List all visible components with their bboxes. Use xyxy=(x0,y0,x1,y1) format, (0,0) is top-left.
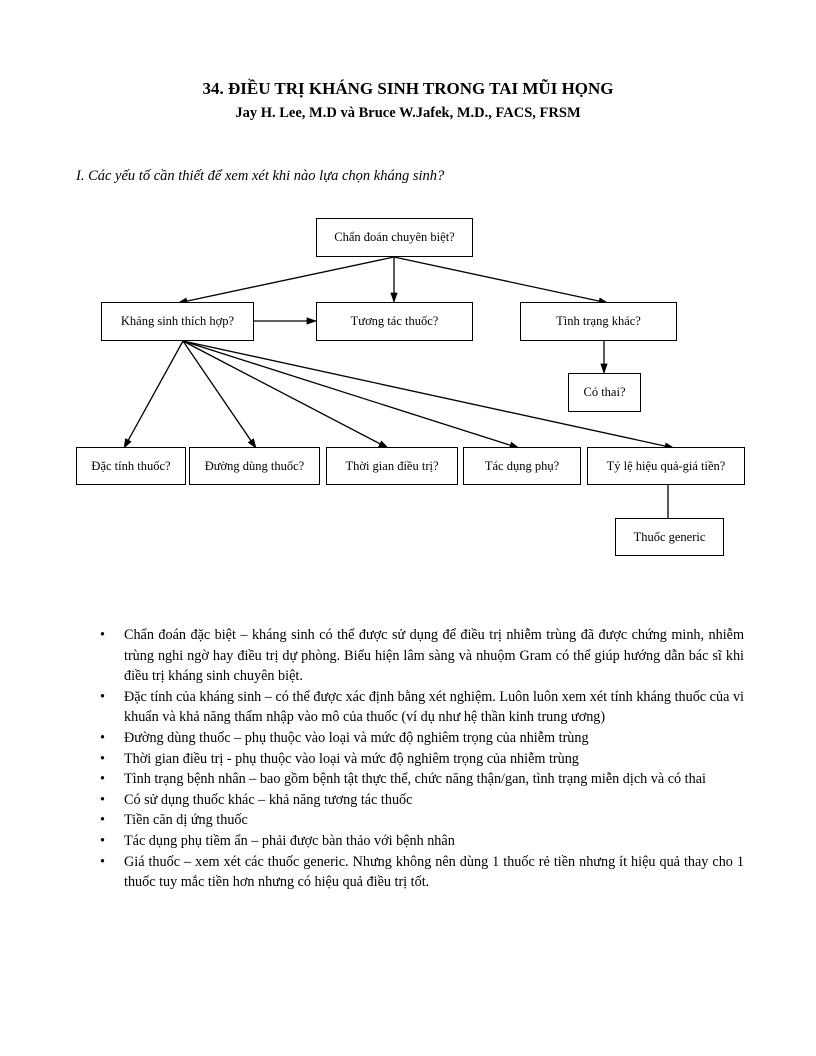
node-other-condition: Tình trạng khác? xyxy=(520,302,677,341)
arrow-root-to-condition xyxy=(393,256,610,305)
arrow-to-route xyxy=(182,340,257,449)
node-root: Chẩn đoán chuyên biệt? xyxy=(316,218,473,257)
page-title: 34. ĐIỀU TRỊ KHÁNG SINH TRONG TAI MŨI HỌ… xyxy=(202,79,614,98)
list-item: •Tình trạng bệnh nhân – bao gồm bệnh tật… xyxy=(100,771,706,788)
arrow-to-properties xyxy=(123,340,184,449)
flowchart-connectors xyxy=(123,256,676,518)
arrow-to-side-effects xyxy=(182,340,520,449)
node-drug-interaction: Tương tác thuốc? xyxy=(316,302,473,341)
authors-line: Jay H. Lee, M.D và Bruce W.Jafek, M.D., … xyxy=(235,105,581,121)
list-item: •Đặc tính của kháng sinh – có thể được x… xyxy=(100,688,744,726)
list-item: •Chẩn đoán đặc biệt – kháng sinh có thể … xyxy=(100,627,744,685)
node-generic: Thuốc generic xyxy=(615,518,724,556)
antibiotic-selection-flowchart: Chẩn đoán chuyên biệt? Kháng sinh thích … xyxy=(76,218,745,556)
arrow-to-cost xyxy=(182,340,676,450)
arrow-to-duration xyxy=(182,340,389,449)
node-route: Đường dùng thuốc? xyxy=(189,447,320,485)
list-item: •Tiền căn dị ứng thuốc xyxy=(100,812,248,829)
list-item: •Có sử dụng thuốc khác – khả năng tương … xyxy=(100,791,413,808)
arrow-root-to-antibiotic xyxy=(176,256,395,305)
list-item: •Tác dụng phụ tiềm ẩn – phải được bàn th… xyxy=(100,832,455,849)
list-item: •Đường dùng thuốc – phụ thuộc vào loại v… xyxy=(100,729,589,746)
node-side-effects: Tác dụng phụ? xyxy=(463,447,581,485)
section-question: I. Các yếu tố cần thiết để xem xét khi n… xyxy=(76,168,445,184)
node-pregnant: Có thai? xyxy=(568,373,641,412)
node-duration: Thời gian điều trị? xyxy=(326,447,458,485)
factors-bullet-list: •Chẩn đoán đặc biệt – kháng sinh có thể … xyxy=(96,625,744,893)
node-cost-effectiveness: Tỷ lệ hiệu quả-giá tiền? xyxy=(587,447,745,485)
node-drug-properties: Đặc tính thuốc? xyxy=(76,447,186,485)
list-item: •Giá thuốc – xem xét các thuốc generic. … xyxy=(100,853,744,891)
node-appropriate-antibiotic: Kháng sinh thích hợp? xyxy=(101,302,254,341)
list-item: •Thời gian điều trị - phụ thuộc vào loại… xyxy=(100,750,579,767)
